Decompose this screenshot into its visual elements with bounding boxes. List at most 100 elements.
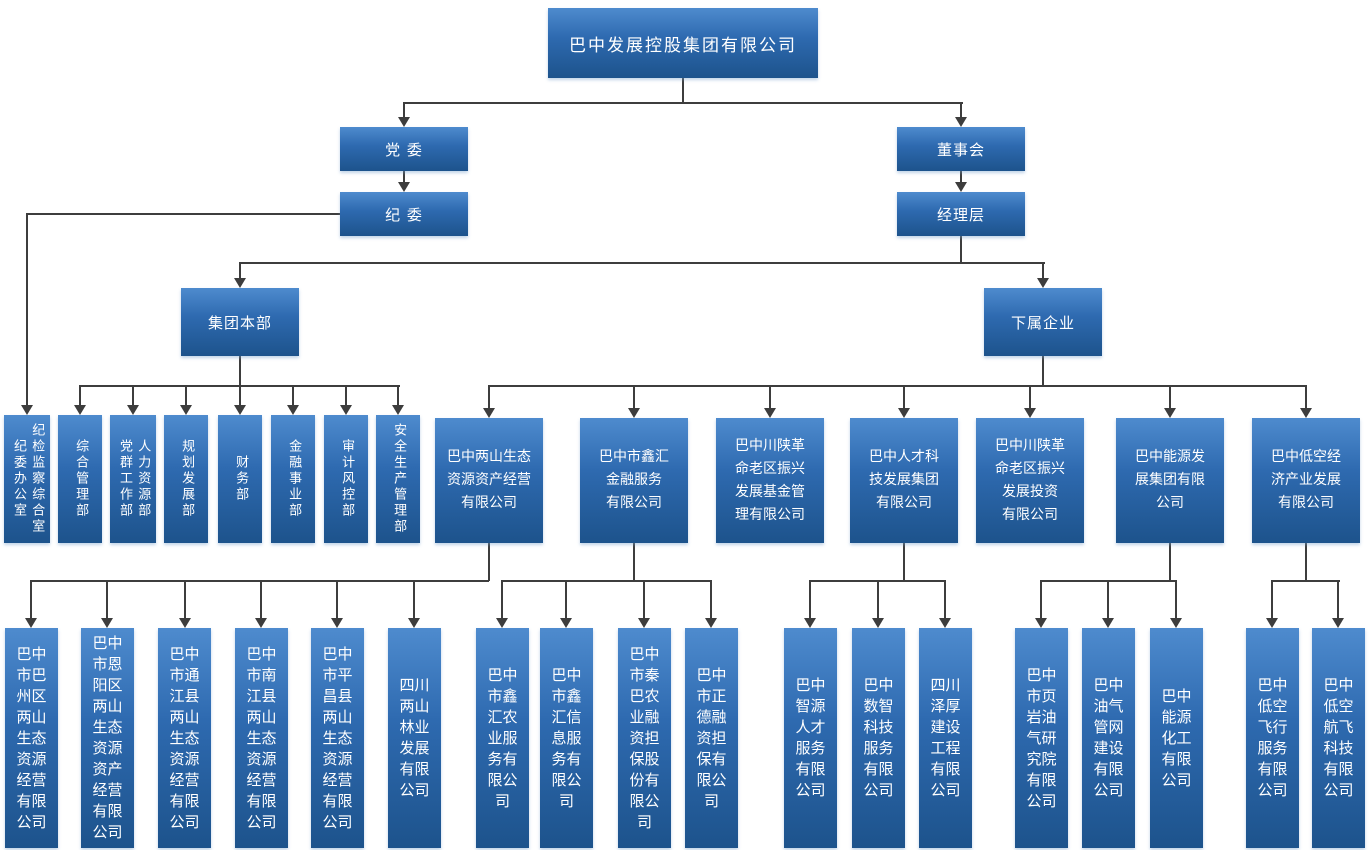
org-node-subsidiary: 巴中数智科技服务有限公司: [852, 628, 905, 848]
connector-arrow: [898, 408, 910, 418]
connector-line: [682, 78, 684, 103]
connector-line: [488, 385, 490, 408]
org-node-label: 人力资源部 党群工作部: [117, 439, 151, 519]
connector-arrow: [955, 182, 967, 192]
connector-line: [1175, 580, 1177, 618]
org-node-label: 巴中两山生态 资源资产经营 有限公司: [447, 449, 531, 511]
connector-line: [1305, 385, 1307, 408]
connector-line: [26, 213, 28, 405]
connector-line: [1042, 356, 1044, 386]
connector-line: [239, 385, 241, 405]
connector-arrow: [560, 618, 572, 628]
org-node-subsidiary: 巴中低空飞行服务有限公司: [1246, 628, 1299, 848]
connector-line: [106, 580, 108, 618]
connector-arrow: [496, 618, 508, 628]
org-node-subsidiary: 巴中市鑫汇信息服务有限公司: [540, 628, 593, 848]
org-node-subsidiary: 巴中油气管网建设有限公司: [1082, 628, 1135, 848]
connector-line: [239, 356, 241, 386]
connector-line: [960, 102, 962, 117]
org-node-subsidiary: 巴中市恩阳区两山生态资源资产经营有限公司: [81, 628, 134, 848]
org-node-management: 经理层: [897, 192, 1025, 236]
org-node-label: 巴中能源化工有限公司: [1161, 686, 1192, 789]
org-node-root: 巴中发展控股集团有限公司: [548, 8, 818, 78]
connector-line: [336, 580, 338, 618]
connector-arrow: [234, 405, 246, 415]
connector-line: [1271, 580, 1340, 582]
connector-arrow: [398, 117, 410, 127]
connector-line: [944, 580, 946, 618]
connector-arrow: [21, 405, 33, 415]
org-node-subsidiary: 巴中能源化工有限公司: [1150, 628, 1203, 848]
org-node-label: 巴中人才科 技发展集团 有限公司: [869, 449, 939, 511]
connector-line: [345, 385, 347, 405]
org-node-label: 巴中市通江县两山生态资源经营有限公司: [169, 644, 200, 831]
connector-line: [1305, 543, 1307, 581]
org-node-subsidiary: 四川两山林业发展有限公司: [388, 628, 441, 848]
org-node-label: 纪检监察综合室 纪委办公室: [11, 423, 45, 535]
connector-arrow: [179, 618, 191, 628]
connector-line: [1271, 580, 1273, 618]
connector-arrow: [1035, 618, 1047, 628]
org-node-label: 四川泽厚建设工程有限公司: [930, 676, 961, 799]
org-node-company: 巴中川陕革 命老区振兴 发展投资 有限公司: [976, 418, 1084, 543]
connector-line: [488, 543, 490, 581]
org-node-label: 审计风控部: [339, 439, 355, 519]
connector-line: [30, 580, 489, 582]
org-node-label: 下属企业: [1010, 313, 1075, 332]
org-node-label: 巴中市鑫汇信息服务有限公司: [551, 665, 582, 810]
org-node-subsidiary: 四川泽厚建设工程有限公司: [919, 628, 972, 848]
connector-arrow: [638, 618, 650, 628]
org-node-label: 巴中市南江县两山生态资源经营有限公司: [246, 644, 277, 831]
org-node-label: 董事会: [936, 140, 985, 159]
org-node-label: 巴中能源发 展集团有限 公司: [1135, 449, 1205, 511]
org-node-company: 巴中能源发 展集团有限 公司: [1116, 418, 1224, 543]
org-node-subsidiary: 巴中智源人才服务有限公司: [784, 628, 837, 848]
org-node-label: 党 委: [385, 140, 423, 159]
connector-line: [403, 171, 405, 182]
connector-arrow: [392, 405, 404, 415]
org-node-label: 金融事业部: [286, 439, 302, 519]
connector-arrow: [180, 405, 192, 415]
connector-arrow: [705, 618, 717, 628]
connector-line: [565, 580, 567, 618]
org-node-company: 巴中市鑫汇 金融服务 有限公司: [580, 418, 688, 543]
org-node-label: 巴中川陕革 命老区振兴 发展投资 有限公司: [995, 437, 1065, 523]
org-node-board: 董事会: [897, 127, 1025, 171]
connector-arrow: [398, 182, 410, 192]
org-node-label: 巴中智源人才服务有限公司: [795, 676, 826, 799]
org-node-label: 巴中市鑫汇 金融服务 有限公司: [599, 449, 669, 511]
org-node-label: 巴中市秦巴农业融资担保股份有限公司: [629, 644, 660, 831]
connector-line: [809, 580, 811, 618]
connector-arrow: [1102, 618, 1114, 628]
connector-line: [397, 385, 399, 405]
connector-line: [79, 385, 81, 405]
connector-arrow: [287, 405, 299, 415]
org-node-company: 巴中川陕革 命老区振兴 发展基金管 理有限公司: [716, 418, 824, 543]
connector-line: [501, 580, 503, 618]
connector-arrow: [234, 278, 246, 288]
connector-arrow: [764, 408, 776, 418]
connector-line: [403, 102, 963, 104]
connector-line: [292, 385, 294, 405]
connector-arrow: [1266, 618, 1278, 628]
org-node-subsidiary: 巴中市通江县两山生态资源经营有限公司: [158, 628, 211, 848]
connector-arrow: [1300, 408, 1312, 418]
connector-line: [501, 580, 712, 582]
org-node-subsidiaries: 下属企业: [984, 288, 1102, 356]
connector-arrow: [1164, 408, 1176, 418]
connector-line: [26, 213, 340, 215]
connector-line: [960, 171, 962, 182]
org-node-department: 规划发展部: [164, 415, 208, 543]
connector-line: [903, 385, 905, 408]
org-node-subsidiary: 巴中市正德融资担保有限公司: [685, 628, 738, 848]
connector-arrow: [939, 618, 951, 628]
connector-line: [710, 580, 712, 618]
org-node-label: 集团本部: [207, 313, 272, 332]
connector-line: [1042, 262, 1044, 278]
org-node-label: 巴中川陕革 命老区振兴 发展基金管 理有限公司: [735, 437, 805, 523]
org-node-label: 巴中市鑫汇农业服务有限公司: [487, 665, 518, 810]
connector-arrow: [101, 618, 113, 628]
org-node-label: 巴中市平昌县两山生态资源经营有限公司: [322, 644, 353, 831]
org-node-department: 安全生产管理部: [376, 415, 420, 543]
org-node-company: 巴中两山生态 资源资产经营 有限公司: [435, 418, 543, 543]
